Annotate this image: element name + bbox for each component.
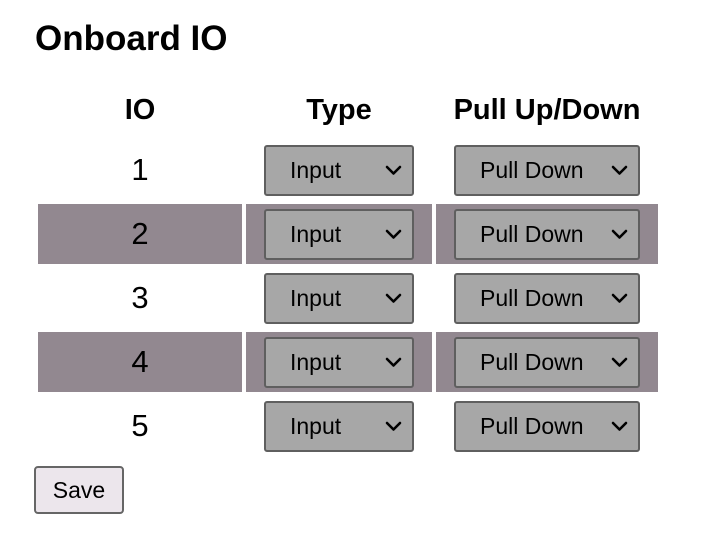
- chevron-down-icon: [611, 229, 628, 239]
- pull-select[interactable]: Pull Down: [454, 336, 640, 388]
- type-select-value: Input: [290, 348, 342, 375]
- pull-cell: Pull Down: [436, 204, 658, 264]
- io-cell: 2: [38, 204, 242, 264]
- table-row: 4 Input Pull Down: [38, 332, 658, 392]
- save-button[interactable]: Save: [34, 466, 124, 514]
- pull-select[interactable]: Pull Down: [454, 400, 640, 452]
- type-column-header: Type: [306, 93, 372, 126]
- pull-cell: Pull Down: [436, 140, 658, 200]
- pull-column-header: Pull Up/Down: [453, 93, 641, 126]
- type-select-value: Input: [290, 156, 342, 183]
- table-row: 5 Input Pull Down: [38, 396, 658, 456]
- pull-select-value: Pull Down: [480, 284, 584, 311]
- page-title: Onboard IO: [35, 19, 228, 58]
- type-select[interactable]: Input: [264, 208, 414, 260]
- chevron-down-icon: [611, 421, 628, 431]
- type-select[interactable]: Input: [264, 400, 414, 452]
- type-select-value: Input: [290, 220, 342, 247]
- type-cell: Input: [246, 140, 432, 200]
- chevron-down-icon: [385, 293, 402, 303]
- pull-select-value: Pull Down: [480, 156, 584, 183]
- io-cell: 4: [38, 332, 242, 392]
- table-row: 3 Input Pull Down: [38, 268, 658, 328]
- type-select-value: Input: [290, 284, 342, 311]
- table-row: 1 Input Pull Down: [38, 140, 658, 200]
- chevron-down-icon: [385, 421, 402, 431]
- chevron-down-icon: [611, 357, 628, 367]
- type-select[interactable]: Input: [264, 272, 414, 324]
- pull-select[interactable]: Pull Down: [454, 144, 640, 196]
- table-header-row: IO Type Pull Up/Down: [38, 84, 658, 136]
- pull-cell: Pull Down: [436, 396, 658, 456]
- table-row: 2 Input Pull Down: [38, 204, 658, 264]
- pull-select[interactable]: Pull Down: [454, 272, 640, 324]
- io-number: 1: [131, 152, 149, 187]
- io-number: 2: [131, 216, 149, 251]
- io-number: 3: [131, 280, 149, 315]
- type-select[interactable]: Input: [264, 336, 414, 388]
- pull-select-value: Pull Down: [480, 220, 584, 247]
- chevron-down-icon: [385, 229, 402, 239]
- io-cell: 1: [38, 140, 242, 200]
- pull-select-value: Pull Down: [480, 412, 584, 439]
- type-cell: Input: [246, 332, 432, 392]
- type-select-value: Input: [290, 412, 342, 439]
- pull-select-value: Pull Down: [480, 348, 584, 375]
- io-number: 4: [131, 344, 149, 379]
- io-column-header: IO: [124, 93, 156, 126]
- chevron-down-icon: [385, 165, 402, 175]
- chevron-down-icon: [385, 357, 402, 367]
- pull-cell: Pull Down: [436, 332, 658, 392]
- pull-cell: Pull Down: [436, 268, 658, 328]
- io-cell: 5: [38, 396, 242, 456]
- io-cell: 3: [38, 268, 242, 328]
- onboard-io-table: IO Type Pull Up/Down 1 Input Pull Down 2: [34, 80, 662, 460]
- type-cell: Input: [246, 204, 432, 264]
- type-select[interactable]: Input: [264, 144, 414, 196]
- type-cell: Input: [246, 268, 432, 328]
- pull-select[interactable]: Pull Down: [454, 208, 640, 260]
- type-cell: Input: [246, 396, 432, 456]
- chevron-down-icon: [611, 293, 628, 303]
- io-number: 5: [131, 408, 149, 443]
- chevron-down-icon: [611, 165, 628, 175]
